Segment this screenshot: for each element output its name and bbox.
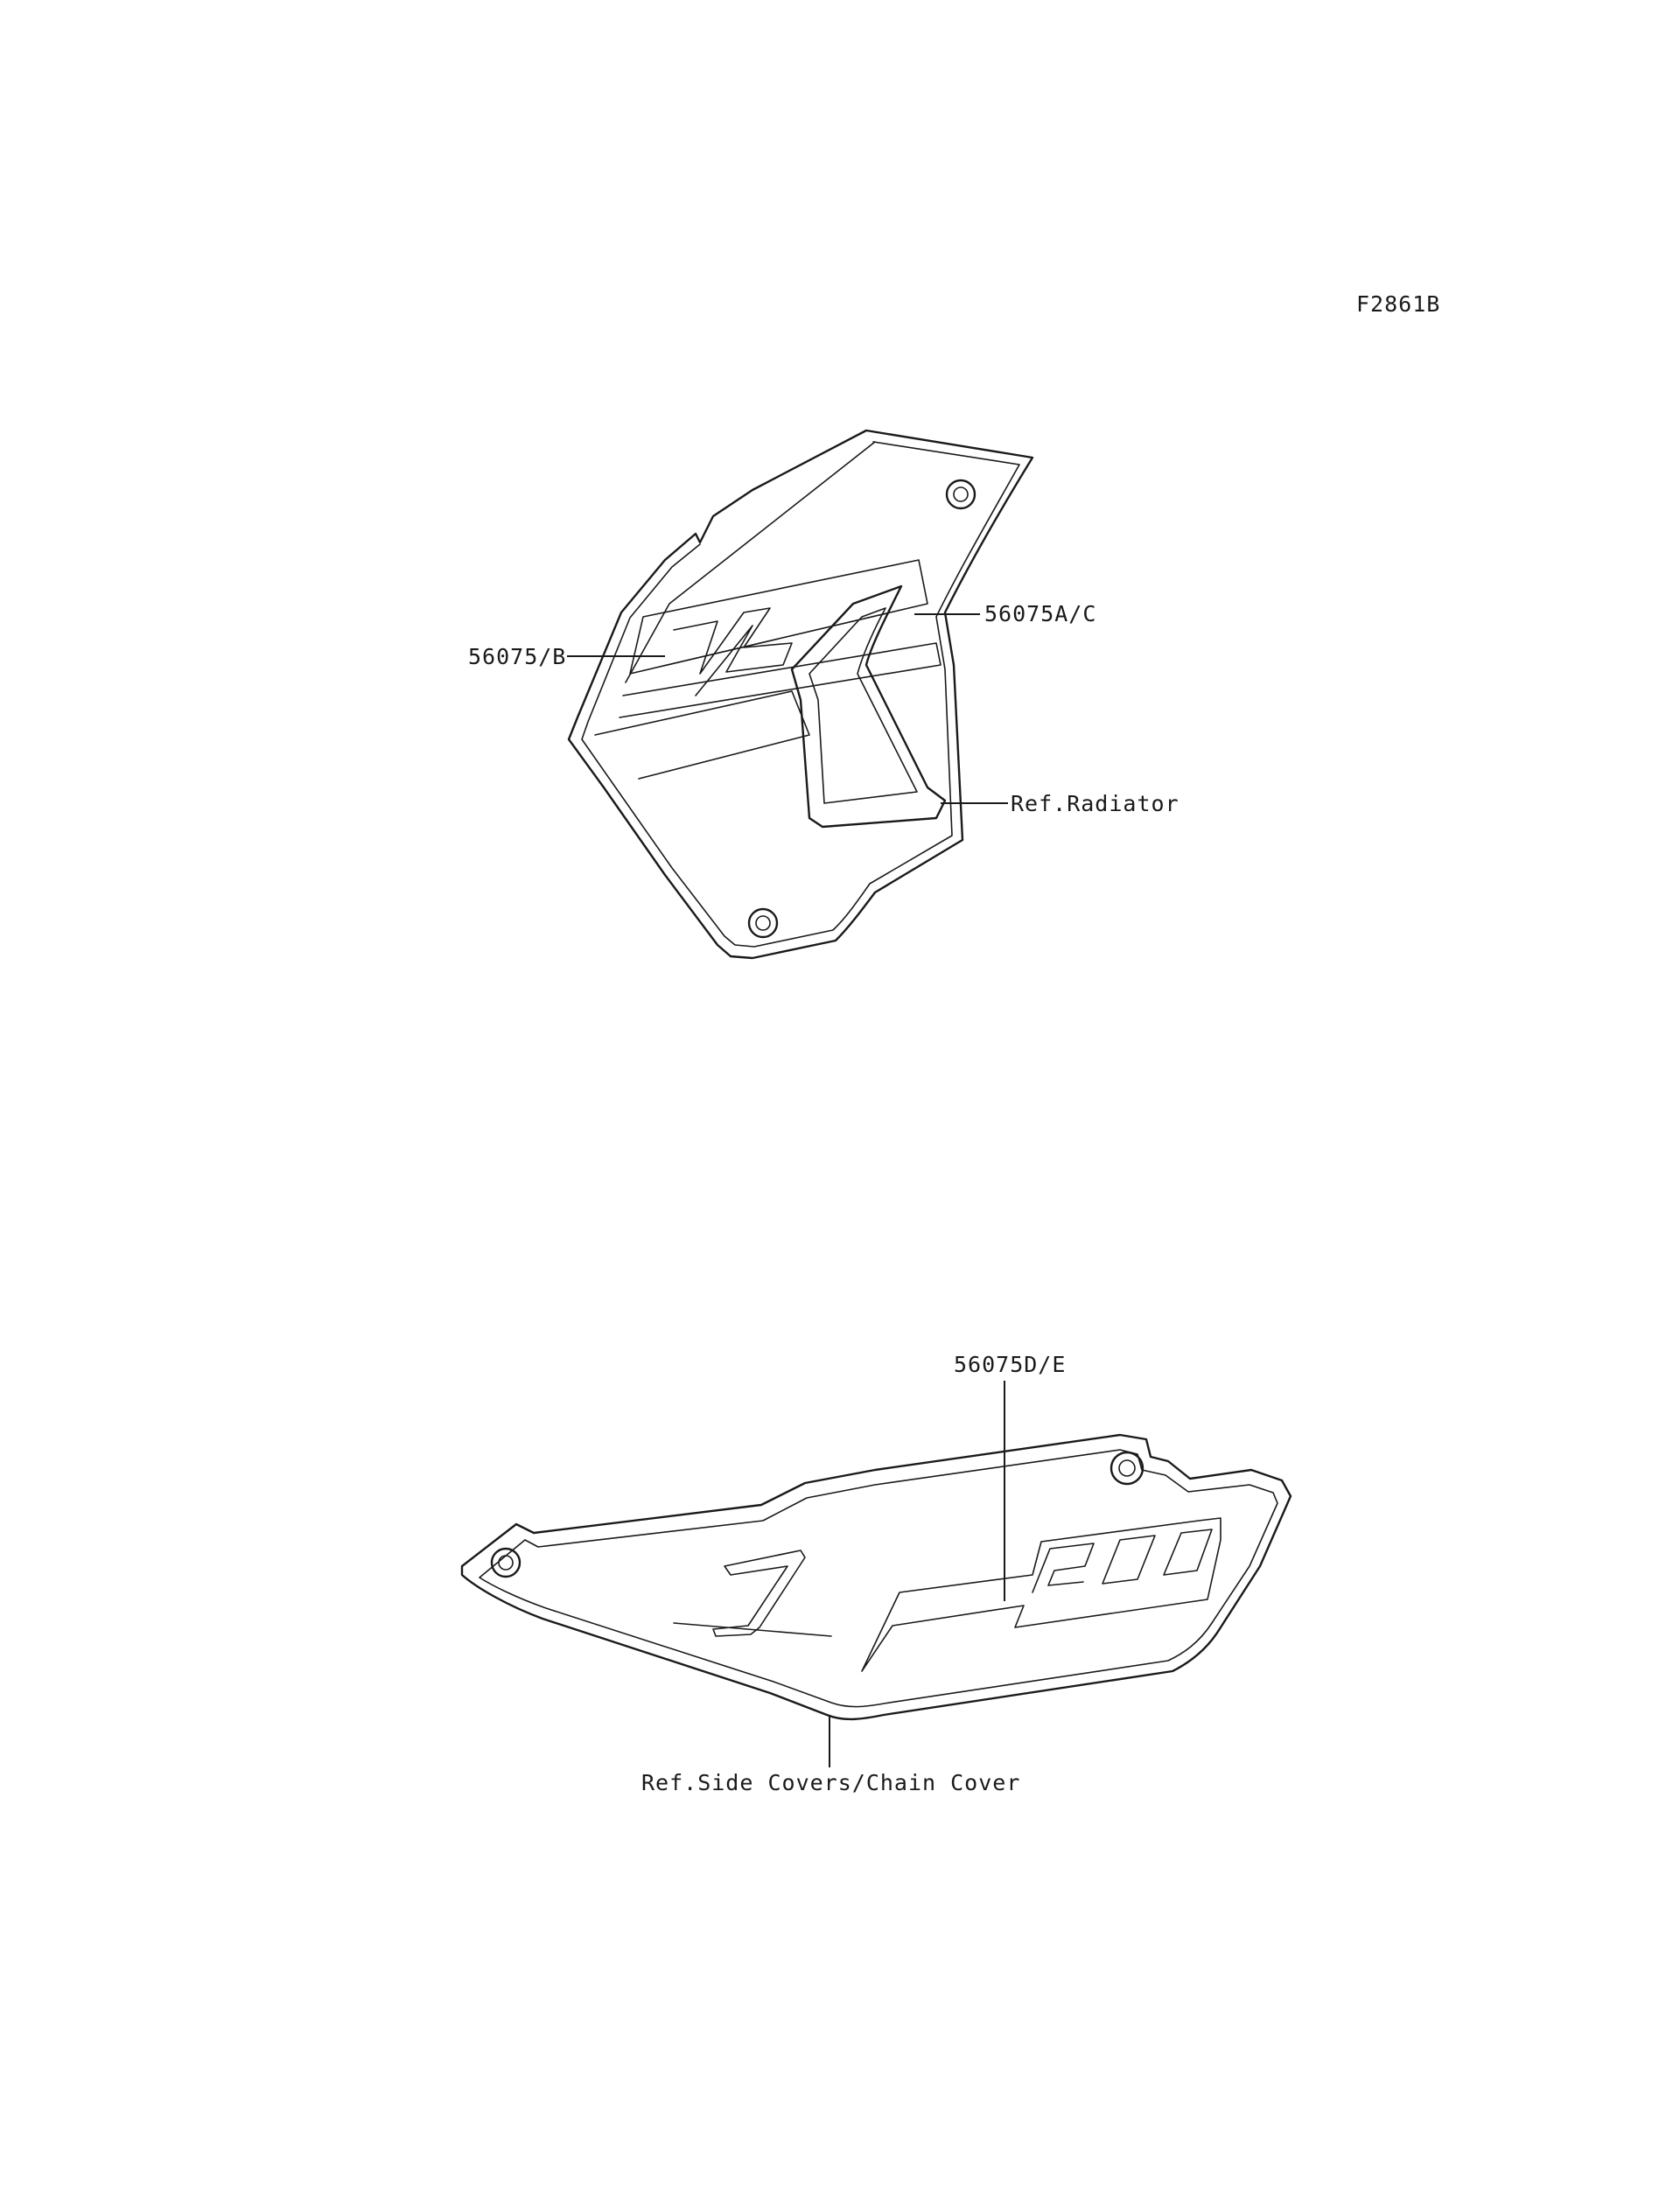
shroud-outline — [567, 429, 1034, 960]
callout-shroud-right: 56075A/C — [984, 601, 1096, 626]
side-cover-outline — [460, 1433, 1292, 1721]
decal-stripe-upper — [629, 559, 928, 675]
mounting-bolt-top-inner — [953, 486, 969, 502]
mounting-bolt-bottom — [747, 907, 779, 939]
side-cover — [460, 1433, 1292, 1721]
decal-number-one-mark — [712, 1550, 806, 1637]
callout-radiator-ref: Ref.Radiator — [1011, 791, 1180, 816]
callout-side-cover-decal: 56075D/E — [954, 1352, 1066, 1377]
callout-shroud-left: 56075/B — [468, 644, 566, 669]
callout-side-cover-ref: Ref.Side Covers/Chain Cover — [641, 1770, 1020, 1795]
decal-klr-logo-mark — [673, 607, 793, 696]
side-cover-crease — [673, 1622, 832, 1637]
side-cover-bolt-right-inner — [1118, 1459, 1136, 1477]
mounting-bolt-top — [945, 479, 976, 510]
shroud-inner-edge — [581, 441, 1020, 948]
side-cover-bolt-left — [490, 1547, 522, 1578]
side-cover-bolt-right — [1110, 1451, 1144, 1486]
side-cover-inner-edge — [479, 1449, 1278, 1708]
figure-code: F2861B — [1356, 291, 1440, 317]
side-cover-bolt-left-inner — [498, 1555, 514, 1571]
mounting-bolt-bottom-inner — [755, 915, 771, 931]
radiator-louver-inner — [808, 607, 918, 804]
radiator-louver-outer — [790, 584, 947, 829]
radiator-shroud — [567, 429, 1034, 960]
decal-650-logo-mark — [1032, 1529, 1213, 1593]
decal-stripe-mid — [619, 642, 942, 718]
decal-stripe-panel — [861, 1517, 1222, 1672]
